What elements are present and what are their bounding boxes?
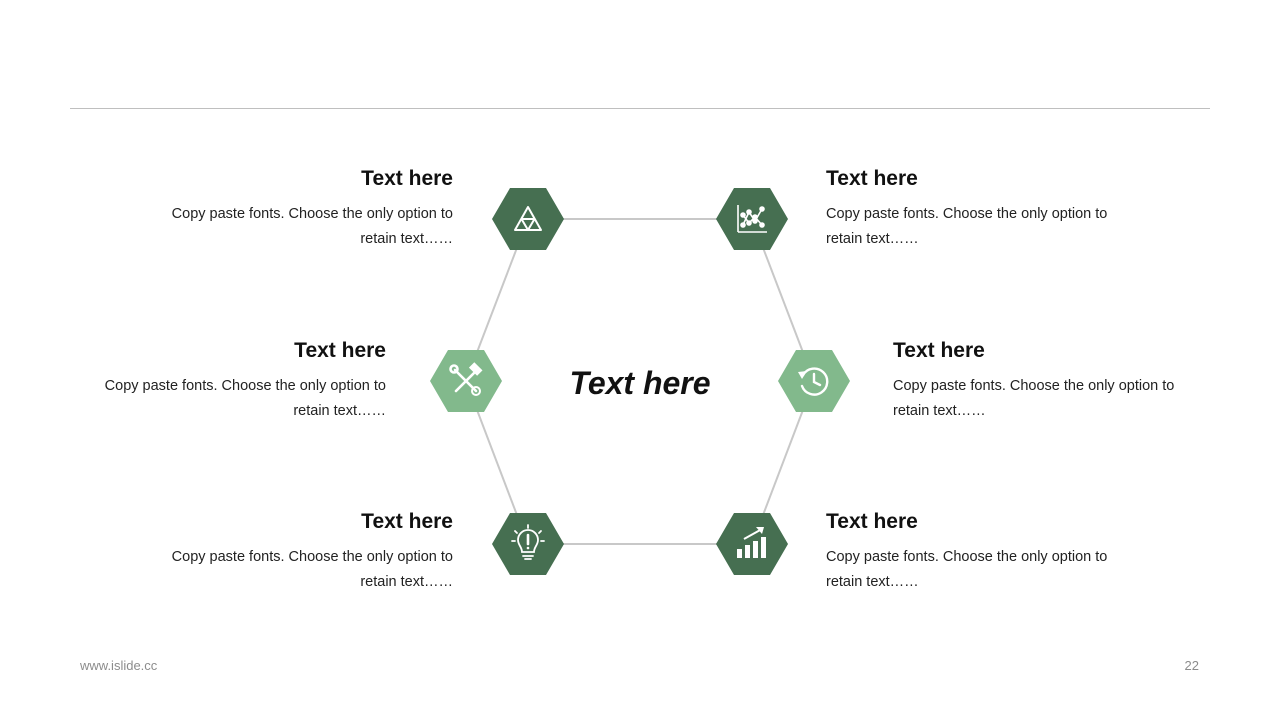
- text-block-bottom-right: Text here Copy paste fonts. Choose the o…: [826, 509, 1126, 595]
- footer-url[interactable]: www.islide.cc: [80, 658, 158, 673]
- triangle-icon: [514, 206, 542, 231]
- block-body: Copy paste fonts. Choose the only option…: [826, 549, 1108, 590]
- page-number: 22: [1184, 658, 1199, 673]
- block-body: Copy paste fonts. Choose the only option…: [171, 206, 453, 247]
- hex-node-top-right: [716, 188, 788, 250]
- header-divider: [70, 108, 1210, 109]
- hex-node-top-left: [492, 188, 564, 250]
- block-body: Copy paste fonts. Choose the only option…: [104, 378, 386, 419]
- text-block-top-left: Text here Copy paste fonts. Choose the o…: [153, 166, 453, 252]
- text-block-mid-right: Text here Copy paste fonts. Choose the o…: [893, 338, 1193, 424]
- block-heading: Text here: [826, 167, 918, 190]
- hex-node-mid-left: [430, 350, 502, 412]
- tools-icon: [449, 362, 483, 396]
- hex-node-mid-right: [778, 350, 850, 412]
- history-icon: [798, 367, 829, 396]
- block-heading: Text here: [294, 339, 386, 362]
- bar-growth-icon: [737, 527, 766, 558]
- block-body: Copy paste fonts. Choose the only option…: [893, 378, 1175, 419]
- center-title: Text here: [569, 365, 711, 401]
- block-body: Copy paste fonts. Choose the only option…: [171, 549, 453, 590]
- block-heading: Text here: [361, 510, 453, 533]
- block-heading: Text here: [361, 167, 453, 190]
- hex-node-bottom-right: [716, 513, 788, 575]
- lightbulb-icon: [511, 524, 545, 560]
- hex-node-bottom-left: [492, 513, 564, 575]
- block-heading: Text here: [893, 339, 985, 362]
- line-chart-icon: [737, 205, 767, 233]
- block-heading: Text here: [826, 510, 918, 533]
- text-block-top-right: Text here Copy paste fonts. Choose the o…: [826, 166, 1126, 252]
- text-block-bottom-left: Text here Copy paste fonts. Choose the o…: [153, 509, 453, 595]
- block-body: Copy paste fonts. Choose the only option…: [826, 206, 1108, 247]
- text-block-mid-left: Text here Copy paste fonts. Choose the o…: [86, 338, 386, 424]
